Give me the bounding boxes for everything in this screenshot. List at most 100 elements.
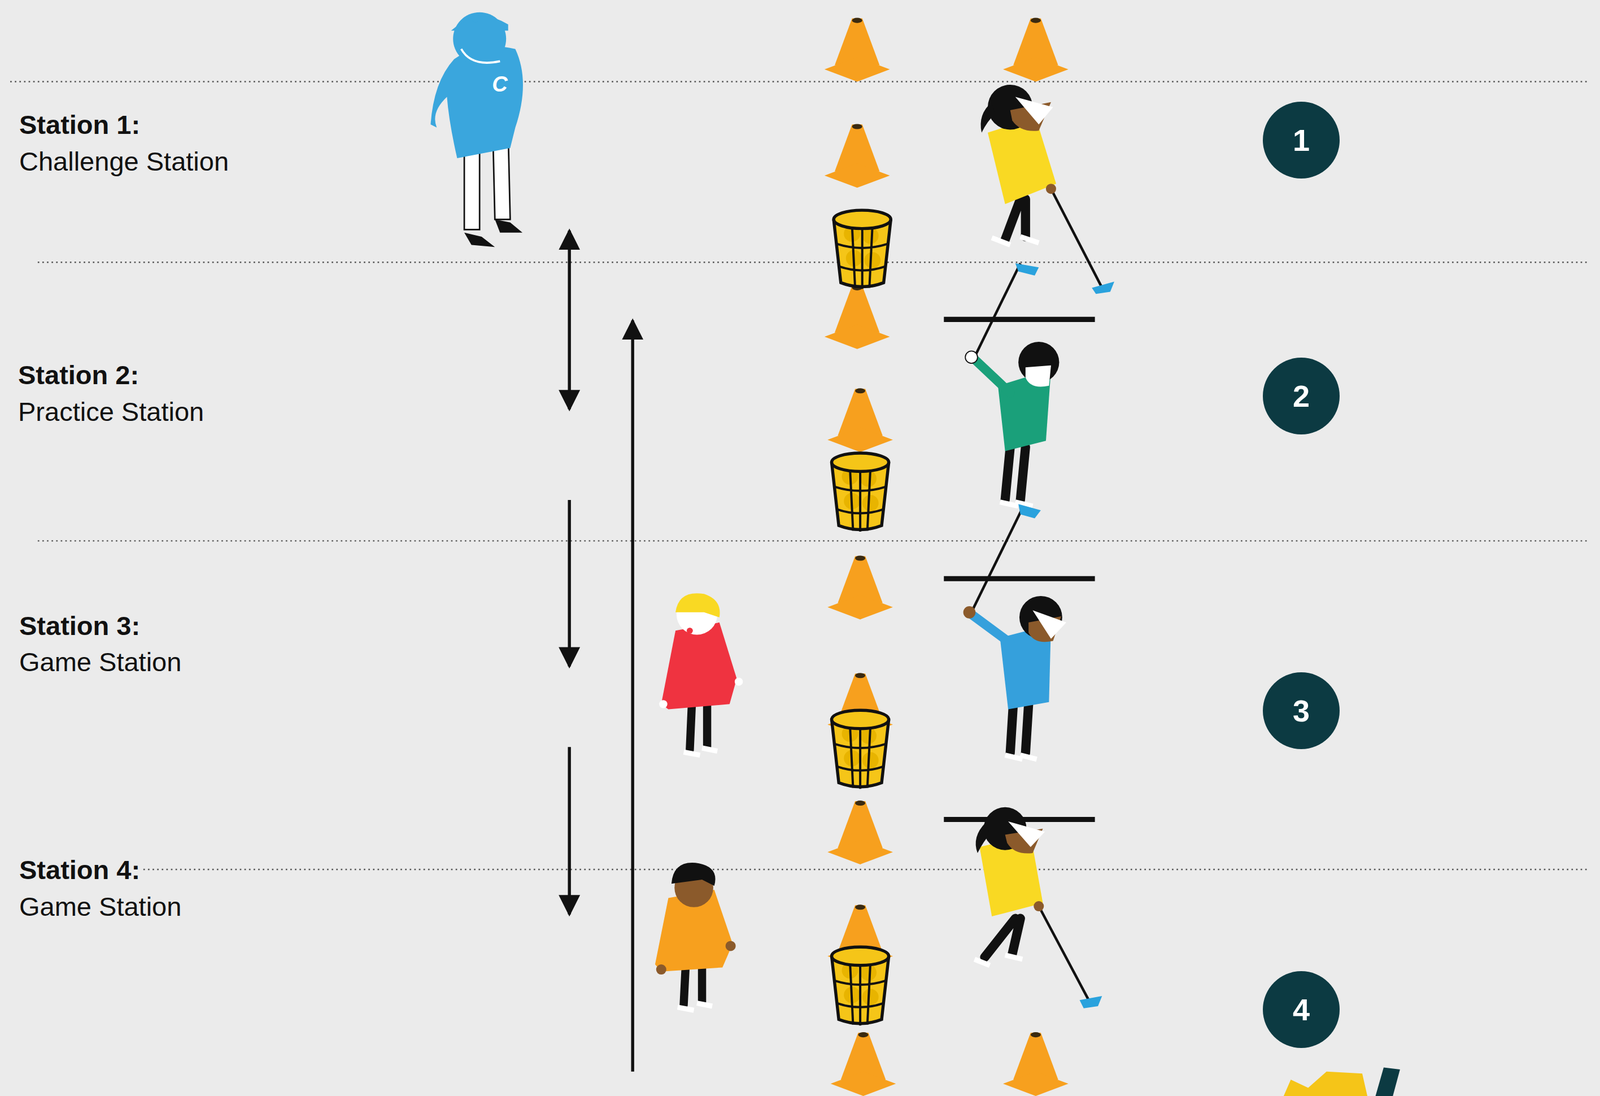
- golfer-3-part: [971, 613, 1011, 643]
- waiting-player-red-part: [686, 627, 693, 634]
- golfer-2: [965, 263, 1059, 507]
- waiting-player-orange-part: [656, 964, 667, 975]
- golfer-3-part: [971, 508, 1023, 613]
- golfer-3: [963, 503, 1067, 760]
- waiting-player-red-part: [675, 593, 720, 618]
- golfer-2-part: [974, 263, 1020, 357]
- cones-part: [824, 285, 891, 350]
- station-name: Game Station: [16, 646, 184, 678]
- station-dividers-part: [37, 868, 1588, 870]
- station-heading: Station 2:: [15, 359, 142, 391]
- waiting-player-red-part: [734, 677, 743, 686]
- waiting-player-orange-part: [725, 940, 736, 951]
- golfer-2-part: [965, 350, 978, 364]
- station-dividers-part: [37, 261, 1588, 263]
- hitting-bars: [943, 319, 1095, 819]
- waiting-player-red-part: [659, 699, 667, 708]
- golfer-4: [974, 807, 1102, 1009]
- station-dividers-part: [10, 80, 1587, 82]
- cones-part: [827, 387, 893, 452]
- golfer-1: [980, 84, 1114, 294]
- logo-fragment-part: [1283, 1071, 1368, 1096]
- waiting-player-orange-part: [677, 1003, 713, 1011]
- station-heading: Station 1:: [16, 109, 143, 141]
- cones: [824, 18, 1069, 1096]
- cones-part: [1003, 1031, 1069, 1096]
- hitting-bars-part: [943, 316, 1095, 322]
- golfer-3-part: [963, 606, 976, 619]
- rotation-arrows-part: [630, 320, 634, 1071]
- station-name: Challenge Station: [16, 146, 231, 177]
- golfer-1-part: [1051, 188, 1102, 288]
- cones-part: [827, 800, 893, 865]
- ball-baskets-part: [833, 210, 891, 289]
- cones-part: [1003, 18, 1069, 82]
- golfer-2-part: [1015, 263, 1040, 276]
- station-name: Game Station: [16, 891, 184, 922]
- ball-baskets: [831, 210, 892, 1026]
- logo-fragment-part: [1375, 1066, 1401, 1096]
- cones-part: [827, 555, 893, 620]
- golfer-2-part: [1005, 446, 1026, 500]
- ball-baskets-part: [831, 946, 889, 1026]
- waiting-player-red: [659, 593, 743, 756]
- ball-baskets-part: [831, 709, 889, 789]
- coach-figure-part: [461, 49, 501, 63]
- waiting-player-orange: [655, 862, 736, 1010]
- logo-fragment: [1283, 1066, 1401, 1096]
- waiting-player-red-part: [683, 747, 718, 756]
- callout-number: 3: [1292, 695, 1310, 726]
- station-number-circle: 2: [1262, 357, 1340, 435]
- golfer-3-part: [1010, 703, 1030, 753]
- golfer-4-part: [1038, 905, 1090, 1002]
- golfer-1-part: [1005, 198, 1026, 240]
- cones-part: [824, 18, 891, 82]
- golfer-4-part: [1033, 900, 1044, 911]
- station-heading: Station 3:: [16, 610, 143, 642]
- rotation-arrows-part: [567, 746, 571, 914]
- station-number-circle: 3: [1262, 672, 1340, 749]
- waiting-player-red-part: [661, 622, 738, 710]
- waiting-player-orange-part: [683, 964, 703, 1005]
- golfer-2-part: [1000, 502, 1033, 507]
- golfer-1-part: [1045, 183, 1057, 194]
- coach-figure: [430, 12, 523, 247]
- coach-figure-part: [464, 232, 495, 247]
- golfer-1-part: [980, 102, 995, 133]
- callout-number: 4: [1292, 993, 1310, 1025]
- station-number-circle: 1: [1262, 101, 1340, 179]
- coach-shirt-letter: C: [491, 72, 508, 98]
- station-name: Practice Station: [15, 396, 207, 427]
- golfer-3-part: [1032, 609, 1067, 639]
- station-dividers-part: [37, 539, 1588, 542]
- golfer-3-part: [1005, 755, 1037, 760]
- coach-figure-part: [451, 16, 509, 31]
- callout-number: 1: [1292, 124, 1310, 156]
- station-number-circle: 4: [1262, 970, 1340, 1048]
- golfer-4-part: [984, 918, 1021, 958]
- station-heading: Station 4:: [16, 854, 143, 885]
- station-dividers: [10, 81, 1587, 870]
- golfer-1-part: [1091, 281, 1115, 295]
- ball-baskets-part: [831, 452, 889, 532]
- rotation-arrows-part: [567, 230, 571, 409]
- golfer-2-part: [974, 359, 1010, 394]
- golfer-1-part: [987, 117, 1057, 205]
- coach-figure-part: [494, 219, 523, 233]
- golfer-4-part: [1008, 821, 1045, 847]
- hitting-bars-part: [943, 576, 1095, 582]
- callout-number: 2: [1292, 380, 1310, 412]
- golfer-1-part: [1015, 97, 1054, 125]
- waiting-player-orange-part: [671, 862, 716, 886]
- golfer-1-part: [991, 236, 1039, 245]
- golfer-3-part: [1018, 503, 1041, 518]
- golfer-4-part: [1079, 995, 1103, 1009]
- cones-part: [830, 1031, 897, 1096]
- rotation-arrows-part: [567, 499, 571, 666]
- golfer-2-part: [1025, 365, 1052, 387]
- cones-part: [824, 123, 891, 188]
- golfer-4-part: [975, 822, 991, 853]
- coach-figure-part: [471, 14, 480, 23]
- waiting-player-red-part: [689, 703, 708, 750]
